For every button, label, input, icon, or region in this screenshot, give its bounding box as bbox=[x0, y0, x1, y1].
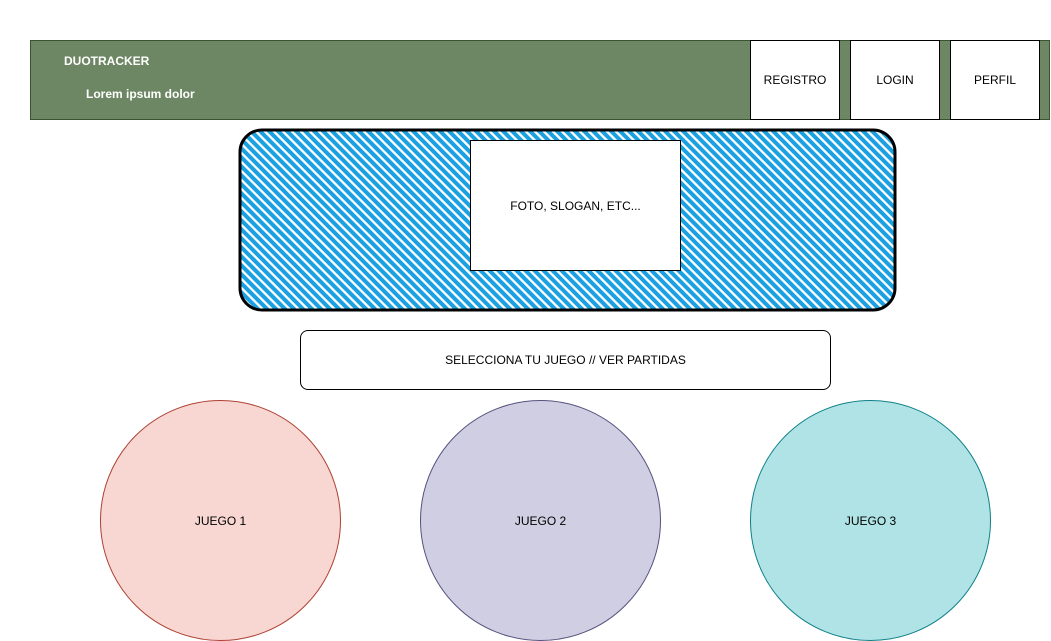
registro-button-label: REGISTRO bbox=[763, 73, 827, 87]
hatch-line bbox=[240, 130, 404, 310]
hatch-line bbox=[283, 130, 485, 310]
hatch-line bbox=[742, 130, 895, 310]
hatch-line bbox=[337, 130, 539, 310]
hatch-line bbox=[240, 130, 323, 310]
hatch-line bbox=[841, 130, 895, 310]
perfil-button[interactable]: PERFIL bbox=[950, 40, 1040, 120]
hatch-line bbox=[850, 130, 895, 310]
select-game-button[interactable]: SELECCIONA TU JUEGO // VER PARTIDAS bbox=[300, 330, 831, 390]
hero-placeholder-text: FOTO, SLOGAN, ETC... bbox=[510, 198, 641, 213]
hatch-line bbox=[778, 130, 895, 310]
hatch-line bbox=[240, 130, 341, 310]
hatch-line bbox=[319, 130, 521, 310]
game-2-circle[interactable]: JUEGO 2 bbox=[420, 400, 661, 641]
hatch-line bbox=[814, 130, 895, 310]
hatch-line bbox=[832, 130, 895, 310]
game-1-circle[interactable]: JUEGO 1 bbox=[100, 400, 341, 641]
hatch-line bbox=[733, 130, 895, 310]
hatch-line bbox=[240, 130, 377, 310]
hatch-line bbox=[240, 130, 305, 310]
perfil-button-label: PERFIL bbox=[973, 73, 1016, 87]
hatch-line bbox=[688, 130, 890, 310]
registro-button[interactable]: REGISTRO bbox=[750, 40, 840, 120]
hatch-line bbox=[724, 130, 895, 310]
hatch-line bbox=[769, 130, 895, 310]
hatch-line bbox=[328, 130, 530, 310]
hatch-line bbox=[240, 130, 278, 310]
hatch-line bbox=[240, 130, 314, 310]
hatch-line bbox=[240, 130, 386, 310]
hatch-line bbox=[364, 130, 566, 310]
hatch-line bbox=[679, 130, 881, 310]
hatch-line bbox=[751, 130, 895, 310]
hatch-line bbox=[796, 130, 895, 310]
hatch-line bbox=[240, 130, 359, 310]
hatch-line bbox=[652, 130, 854, 310]
hatch-line bbox=[240, 130, 287, 310]
login-button-label: LOGIN bbox=[876, 73, 914, 87]
hatch-line bbox=[240, 130, 431, 310]
hatch-line bbox=[240, 130, 332, 310]
hatch-line bbox=[240, 130, 422, 310]
hatch-line bbox=[787, 130, 895, 310]
hatch-line bbox=[274, 130, 476, 310]
hero-outline bbox=[238, 128, 897, 312]
hatch-line bbox=[240, 130, 440, 310]
hatch-line bbox=[247, 130, 449, 310]
hatch-line bbox=[292, 130, 494, 310]
hatch-line bbox=[670, 130, 872, 310]
hatch-line bbox=[240, 130, 350, 310]
hatch-line bbox=[706, 130, 895, 310]
hatch-line bbox=[355, 130, 557, 310]
hatch-line bbox=[240, 130, 395, 310]
hatch-line bbox=[310, 130, 512, 310]
game-1-label: JUEGO 1 bbox=[194, 513, 247, 528]
select-game-label: SELECCIONA TU JUEGO // VER PARTIDAS bbox=[445, 353, 686, 367]
brand-tagline: Lorem ipsum dolor bbox=[86, 87, 195, 101]
game-3-circle[interactable]: JUEGO 3 bbox=[750, 400, 991, 641]
hatch-line bbox=[240, 130, 413, 310]
hatch-line bbox=[240, 130, 296, 310]
hatch-line bbox=[256, 130, 458, 310]
hatch-line bbox=[897, 120, 900, 318]
hatch-line bbox=[697, 130, 895, 310]
brand-title: DUOTRACKER bbox=[64, 54, 150, 68]
hatch-line bbox=[661, 130, 863, 310]
hatch-line bbox=[805, 130, 895, 310]
hatch-line bbox=[240, 130, 368, 310]
hatch-line bbox=[823, 130, 895, 310]
game-2-label: JUEGO 2 bbox=[514, 513, 567, 528]
hatch-line bbox=[346, 130, 548, 310]
login-button[interactable]: LOGIN bbox=[850, 40, 940, 120]
game-3-label: JUEGO 3 bbox=[844, 513, 897, 528]
hero-placeholder-box: FOTO, SLOGAN, ETC... bbox=[470, 140, 681, 271]
hatch-line bbox=[760, 130, 895, 310]
hatch-line bbox=[301, 130, 503, 310]
hatch-line bbox=[265, 130, 467, 310]
hatch-line bbox=[715, 130, 895, 310]
